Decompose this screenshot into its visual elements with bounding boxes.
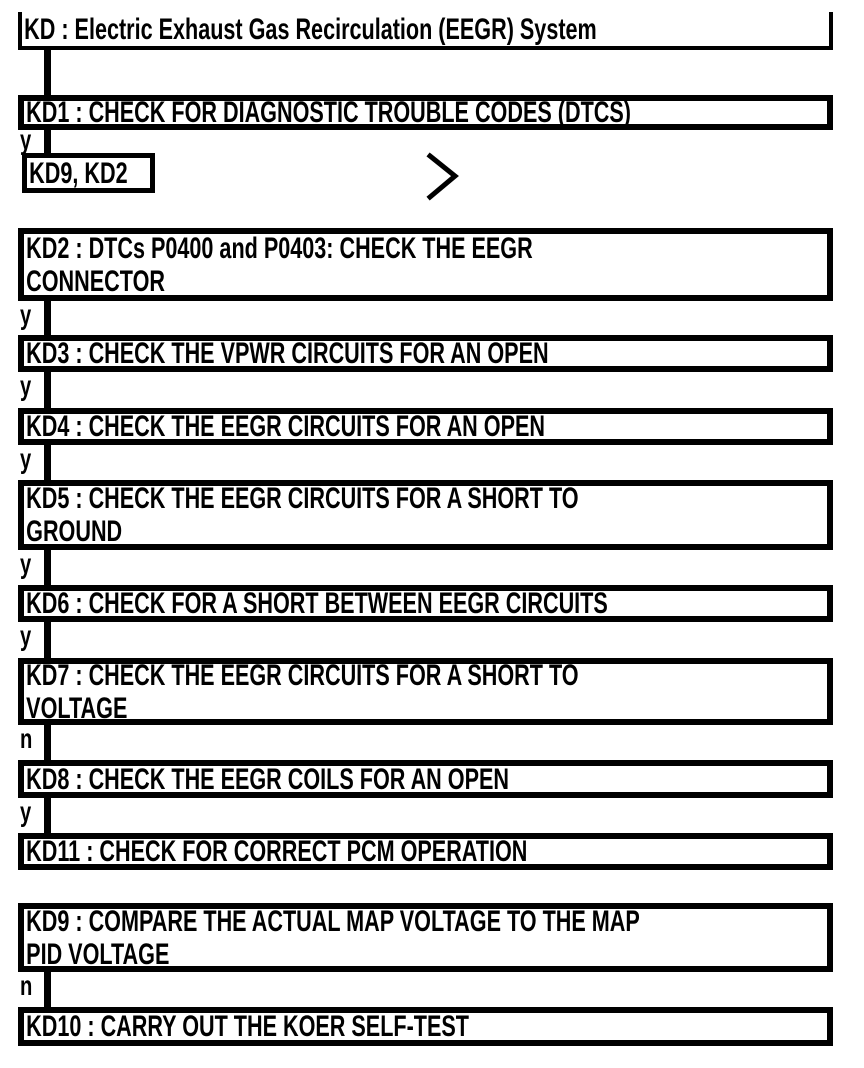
connector-kd6-kd7 xyxy=(44,620,51,660)
node-kd9-kd2-label: KD9, KD2 xyxy=(29,156,128,190)
node-kd10-label: KD10 : CARRY OUT THE KOER SELF-TEST xyxy=(26,1010,469,1043)
node-kd6-label: KD6 : CHECK FOR A SHORT BETWEEN EEGR CIR… xyxy=(26,587,608,620)
chevron-right-icon xyxy=(426,152,459,201)
node-kd2-label: KD2 : DTCs P0400 and P0403: CHECK THE EE… xyxy=(26,231,533,298)
node-kd6: KD6 : CHECK FOR A SHORT BETWEEN EEGR CIR… xyxy=(18,585,833,622)
branch-label-kd2-yes: y xyxy=(20,299,32,330)
branch-label-kd7-no: n xyxy=(20,723,33,754)
connector-kd7-kd8 xyxy=(44,723,51,762)
node-kd1-label: KD1 : CHECK FOR DIAGNOSTIC TROUBLE CODES… xyxy=(26,96,631,129)
node-kd2: KD2 : DTCs P0400 and P0403: CHECK THE EE… xyxy=(18,228,833,301)
connector-kd2-kd3 xyxy=(44,299,51,337)
connector-kd5-kd6 xyxy=(44,548,51,587)
connector-kd1-kd9kd2 xyxy=(44,126,51,156)
node-kd9-label: KD9 : COMPARE THE ACTUAL MAP VOLTAGE TO … xyxy=(26,904,640,971)
node-kd11: KD11 : CHECK FOR CORRECT PCM OPERATION xyxy=(18,833,833,870)
branch-label-kd6-yes: y xyxy=(20,620,32,651)
node-kd7-label: KD7 : CHECK THE EEGR CIRCUITS FOR A SHOR… xyxy=(26,658,579,725)
branch-label-kd8-yes: y xyxy=(20,796,32,827)
branch-label-kd4-yes: y xyxy=(20,443,32,474)
node-kd7: KD7 : CHECK THE EEGR CIRCUITS FOR A SHOR… xyxy=(18,658,833,725)
node-kd8: KD8 : CHECK THE EEGR COILS FOR AN OPEN xyxy=(18,760,833,798)
branch-label-kd9-no: n xyxy=(20,970,33,1001)
connector-kd3-kd4 xyxy=(44,370,51,410)
node-kd3: KD3 : CHECK THE VPWR CIRCUITS FOR AN OPE… xyxy=(18,335,833,372)
branch-label-kd3-yes: y xyxy=(20,370,32,401)
node-kd8-label: KD8 : CHECK THE EEGR COILS FOR AN OPEN xyxy=(26,762,509,796)
connector-kd9-kd10 xyxy=(44,970,51,1009)
node-kd10: KD10 : CARRY OUT THE KOER SELF-TEST xyxy=(18,1007,833,1046)
branch-label-kd5-yes: y xyxy=(20,548,32,579)
node-kd9-kd2: KD9, KD2 xyxy=(22,153,155,193)
connector-kd4-kd5 xyxy=(44,443,51,482)
connector-kd8-kd11 xyxy=(44,796,51,835)
node-kd3-label: KD3 : CHECK THE VPWR CIRCUITS FOR AN OPE… xyxy=(26,337,549,370)
node-kd11-label: KD11 : CHECK FOR CORRECT PCM OPERATION xyxy=(26,835,528,868)
node-kd1: KD1 : CHECK FOR DIAGNOSTIC TROUBLE CODES… xyxy=(18,95,833,130)
connector-kd-kd1 xyxy=(44,48,51,97)
node-kd9: KD9 : COMPARE THE ACTUAL MAP VOLTAGE TO … xyxy=(18,903,833,972)
branch-label-kd1-yes: y xyxy=(20,124,32,155)
node-kd4-label: KD4 : CHECK THE EEGR CIRCUITS FOR AN OPE… xyxy=(26,410,545,443)
node-kd4: KD4 : CHECK THE EEGR CIRCUITS FOR AN OPE… xyxy=(18,408,833,445)
node-kd-label: KD : Electric Exhaust Gas Recirculation … xyxy=(24,12,597,46)
node-kd: KD : Electric Exhaust Gas Recirculation … xyxy=(18,12,833,50)
node-kd5-label: KD5 : CHECK THE EEGR CIRCUITS FOR A SHOR… xyxy=(26,482,579,548)
node-kd5: KD5 : CHECK THE EEGR CIRCUITS FOR A SHOR… xyxy=(18,480,833,550)
